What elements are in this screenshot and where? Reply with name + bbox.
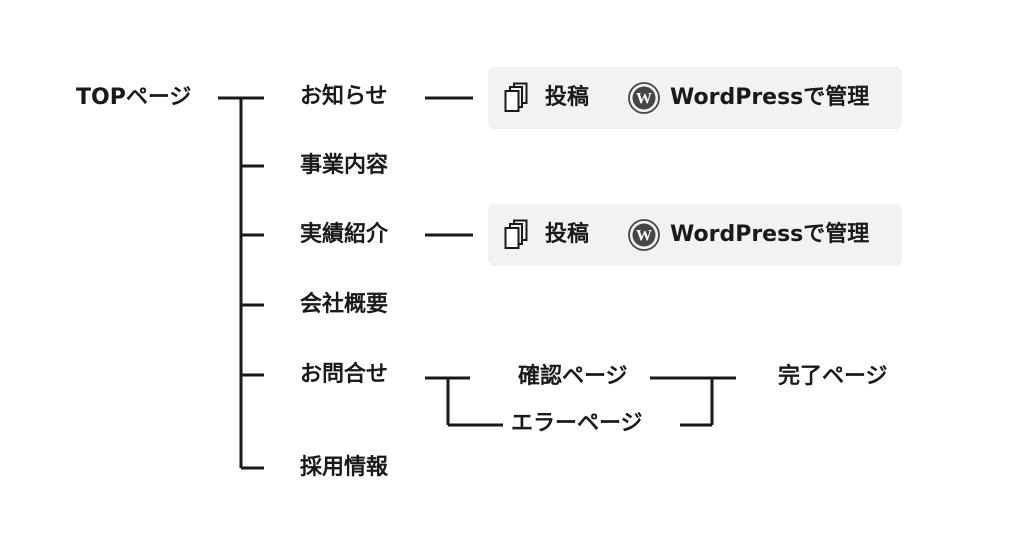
page-business: 事業内容: [300, 153, 389, 178]
page-company: 会社概要: [300, 292, 389, 317]
page-news: お知らせ: [300, 84, 388, 109]
svg-text:W: W: [636, 91, 652, 108]
page-confirm: 確認ページ: [518, 364, 628, 389]
post-label: 投稿: [545, 222, 590, 247]
root-page-label: TOPページ: [76, 85, 192, 110]
wordpress-label: WordPressで管理: [670, 85, 870, 110]
post-label: 投稿: [545, 85, 590, 110]
svg-text:W: W: [636, 228, 652, 245]
wordpress-icon: W: [628, 219, 660, 251]
wordpress-icon: W: [628, 82, 660, 114]
wordpress-managed-box: 投稿 W WordPressで管理: [488, 67, 902, 129]
page-recruit: 採用情報: [300, 455, 389, 480]
post-icon: [504, 82, 528, 112]
page-error: エラーページ: [511, 411, 643, 436]
wordpress-managed-box: 投稿 W WordPressで管理: [488, 204, 902, 266]
page-complete: 完了ページ: [778, 364, 888, 389]
post-icon: [504, 219, 528, 249]
wordpress-label: WordPressで管理: [670, 222, 870, 247]
page-works: 実績紹介: [300, 222, 389, 247]
page-contact: お問合せ: [300, 362, 389, 387]
